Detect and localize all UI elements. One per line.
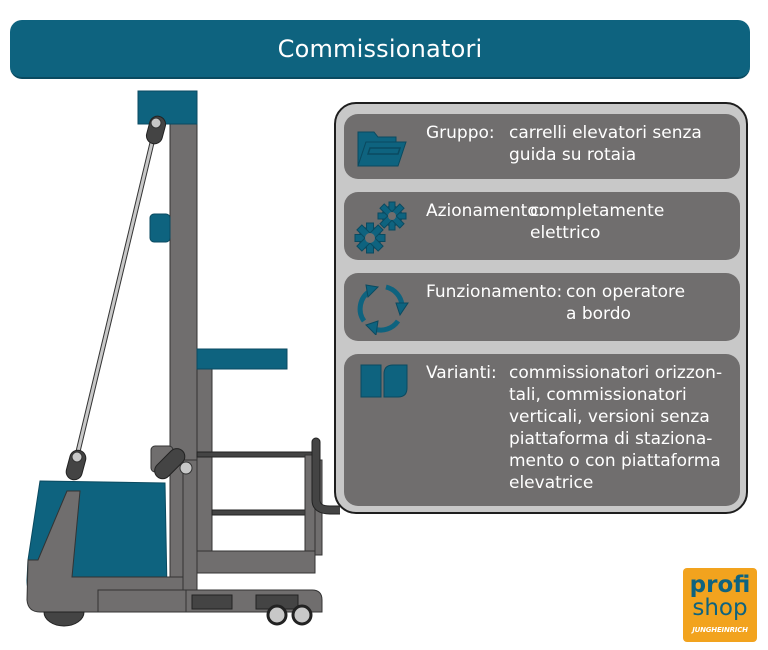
operation-label: Funzionamento: (426, 282, 563, 302)
order-picker-illustration (26, 90, 340, 627)
logo-shop: shop (692, 595, 748, 621)
info-row-operation: Funzionamento: con operatore a bordo (344, 273, 740, 341)
info-panel: Gruppo: carrelli elevatori senza guida s… (334, 102, 748, 514)
profishop-logo[interactable]: profi shop JUNGHEINRICH (683, 568, 757, 642)
group-label: Gruppo: (426, 123, 495, 143)
cycle-arrows-icon (357, 284, 409, 335)
logo-brand: JUNGHEINRICH (692, 626, 748, 634)
variants-label: Varianti: (426, 363, 497, 383)
logo-profi: profi (689, 572, 751, 598)
variants-icon (360, 364, 408, 398)
group-value: carrelli elevatori senza guida su rotaia (509, 123, 702, 165)
info-row-group: Gruppo: carrelli elevatori senza guida s… (344, 114, 740, 179)
folder-icon (357, 131, 407, 167)
info-row-variants: Varianti: commissionatori orizzon- tali,… (344, 354, 740, 506)
info-row-drive: Azionamento: completamente elettrico (344, 192, 740, 260)
drive-value: completamente elettrico (530, 201, 665, 243)
operation-value: con operatore a bordo (566, 282, 686, 324)
gears-icon (354, 201, 407, 254)
page-title: Commissionatori (10, 20, 750, 79)
drive-label: Azionamento: (426, 201, 544, 221)
variants-value: commissionatori orizzon- tali, commissio… (509, 363, 723, 493)
